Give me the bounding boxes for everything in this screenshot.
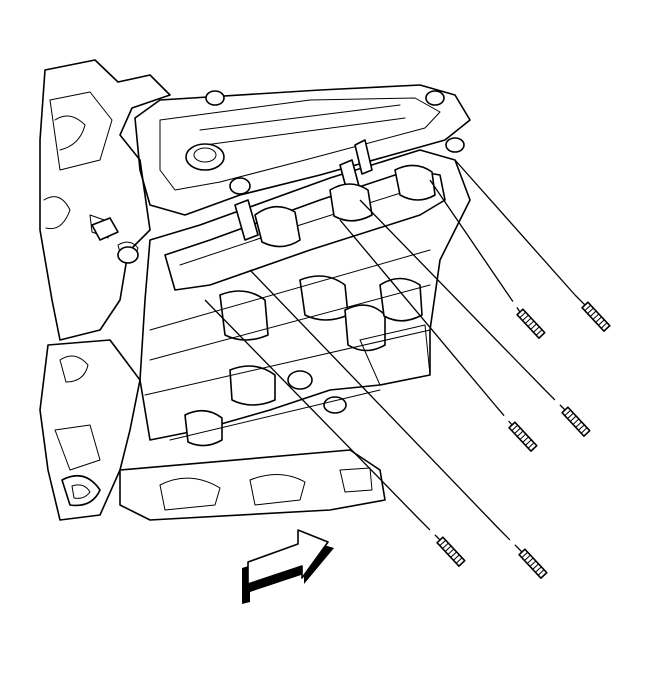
boss-4 [379, 277, 423, 322]
stud-guide-lines [204, 159, 586, 553]
sensor-fitting [91, 217, 119, 241]
front-direction-arrow [242, 529, 334, 604]
bolt-top-1 [205, 90, 225, 106]
oil-cap [185, 143, 225, 171]
bolt-head-3 [229, 177, 251, 195]
exhaust-port-3 [394, 164, 436, 201]
stud-3 [508, 421, 538, 452]
boss-5 [229, 365, 276, 406]
bolt-head-4 [445, 137, 465, 153]
stud-2 [581, 301, 611, 332]
stud-6 [518, 548, 548, 579]
head-stud-1 [234, 199, 259, 241]
stud-1 [516, 308, 546, 339]
bolt-top-2 [425, 90, 445, 106]
boss-6 [184, 409, 223, 447]
stud-4 [561, 406, 591, 437]
head-stud-3 [354, 139, 373, 175]
boss-7 [287, 370, 313, 390]
exhaust-manifold-studs [436, 301, 611, 579]
stud-5 [436, 536, 466, 567]
manifold-flange-area [139, 139, 471, 447]
boss-3 [344, 304, 386, 352]
exhaust-port-2 [329, 183, 373, 222]
exhaust-port-1 [254, 205, 301, 248]
